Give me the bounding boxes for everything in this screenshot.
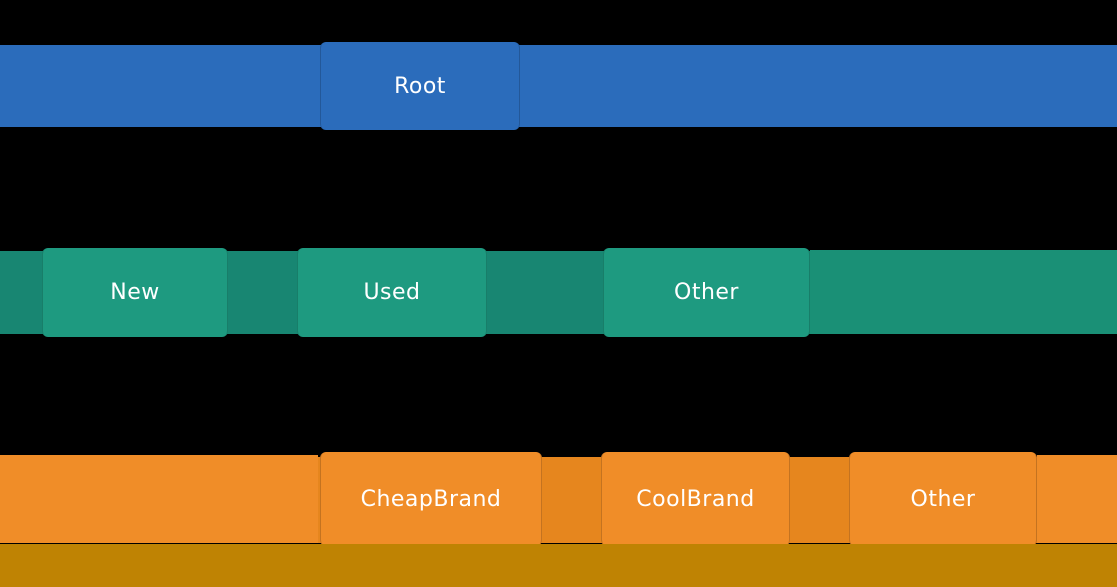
icicle-node-cheapbrand[interactable]: CheapBrand (320, 452, 542, 546)
level-2-brand-segment-0[interactable] (0, 455, 318, 543)
icicle-node-other[interactable]: Other (603, 248, 810, 337)
icicle-node-coolbrand[interactable]: CoolBrand (601, 452, 790, 546)
level-2-brand-segment-1[interactable] (1037, 455, 1117, 543)
level-1-condition-segment-0[interactable] (810, 250, 1117, 334)
icicle-node-new[interactable]: New (42, 248, 228, 337)
level-3-cutoff-bar[interactable] (0, 544, 1117, 587)
icicle-node-label: New (110, 280, 160, 305)
icicle-node-label: Used (363, 280, 421, 305)
icicle-node-other[interactable]: Other (849, 452, 1037, 546)
icicle-node-label: Other (674, 280, 739, 305)
icicle-node-label: CoolBrand (636, 486, 755, 512)
icicle-node-used[interactable]: Used (297, 248, 487, 337)
icicle-node-root[interactable]: Root (320, 42, 520, 130)
icicle-node-label: CheapBrand (360, 486, 502, 512)
icicle-node-label: Other (910, 486, 976, 512)
icicle-node-label: Root (394, 73, 446, 99)
level-0-root-bar[interactable] (0, 45, 1117, 127)
